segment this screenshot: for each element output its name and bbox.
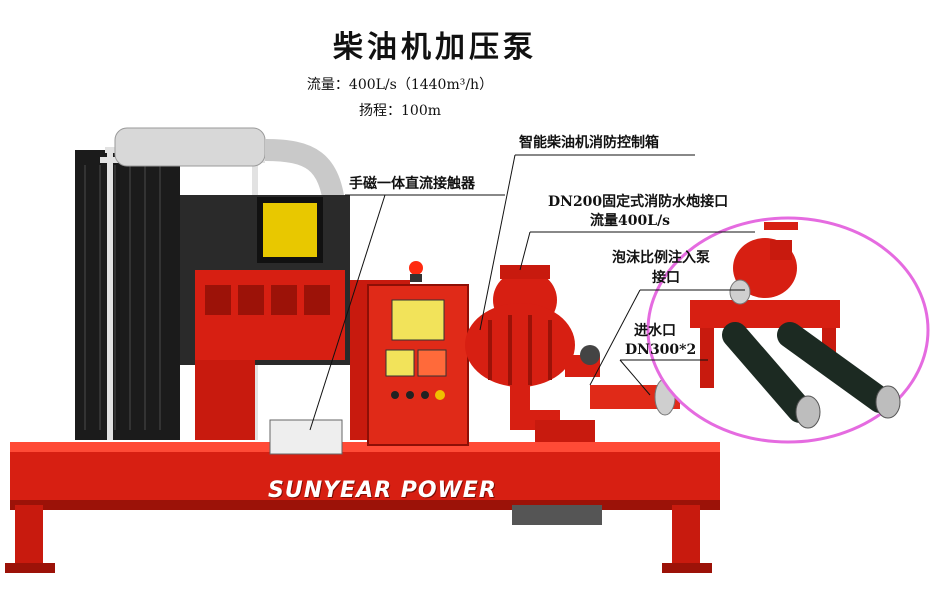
page-title: 柴油机加压泵 (333, 30, 537, 65)
callout-foam-interface: 接口 (652, 270, 680, 286)
callout-contactor: 手磁一体直流接触器 (349, 176, 475, 192)
flow-spec: 流量：400L/s（1440m³/h） (306, 77, 494, 93)
base-skid (10, 442, 720, 510)
radiator (75, 150, 180, 440)
contactor-box (269, 419, 343, 455)
detail-hose-left (722, 322, 813, 423)
brand-logo: SUNYEAR POWER (268, 478, 497, 503)
control-display-upper (391, 299, 445, 341)
warning-beacon (409, 261, 423, 275)
skid-leg-left (15, 505, 43, 565)
detail-cannon-flange (764, 222, 798, 230)
detail-hose-right (777, 322, 893, 413)
muffler (114, 127, 266, 167)
air-filter (257, 197, 323, 263)
head-spec: 扬程：100m (359, 103, 441, 119)
pump-body (465, 303, 575, 387)
callout-controller: 智能柴油机消防控制箱 (519, 135, 659, 151)
pressure-gauge (580, 345, 600, 365)
detail-frame (690, 300, 840, 328)
callout-inlet-size: DN300*2 (625, 342, 697, 358)
callout-leader-lines (309, 154, 755, 431)
skid-leg-right (672, 505, 700, 565)
callout-foam-pump: 泡沫比例注入泵 (612, 250, 710, 266)
callout-cannon-interface: DN200固定式消防水炮接口 (548, 194, 729, 210)
callout-cannon-flow: 流量400L/s (590, 213, 671, 229)
callout-inlet: 进水口 (634, 323, 676, 339)
